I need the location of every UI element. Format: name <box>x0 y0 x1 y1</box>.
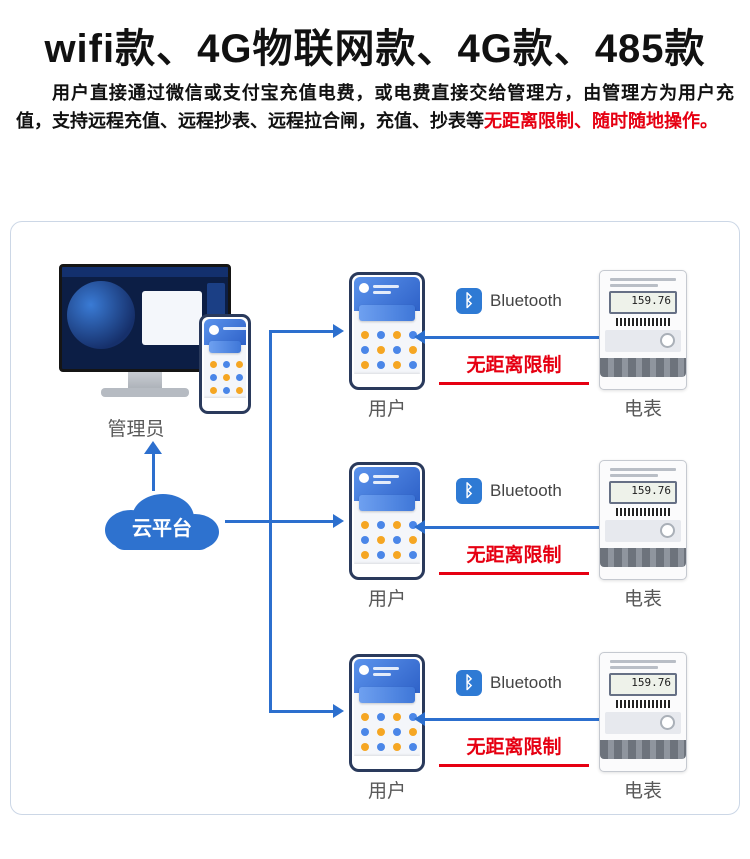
user-app-screen <box>354 277 420 385</box>
no-distance-limit-label: 无距离限制 <box>439 540 589 575</box>
intro-text: 用户直接通过微信或支付宝充值电费，或电费直接交给管理方，由管理方为用户充值，支持… <box>16 83 734 131</box>
avatar <box>359 665 369 675</box>
app-header <box>204 319 246 345</box>
bluetooth-label: Bluetooth <box>490 673 562 692</box>
app-banner-card <box>359 495 415 511</box>
bidirectional-arrow <box>414 712 610 726</box>
app-navbar <box>354 374 420 385</box>
admin-monitor <box>59 264 231 397</box>
meter-button <box>660 523 675 538</box>
user-label: 用户 <box>367 781 406 802</box>
meter-label: 电表 <box>623 589 662 610</box>
monitor-base <box>101 388 189 397</box>
app-icon-grid <box>361 331 369 339</box>
admin-label: 管理员 <box>107 419 165 440</box>
app-icon-grid <box>210 361 217 368</box>
bluetooth-icon: ᛒ <box>456 670 482 696</box>
dashboard-globe-graphic <box>67 281 135 349</box>
meter-button <box>660 333 675 348</box>
user-app-screen <box>354 659 420 767</box>
user-label: 用户 <box>367 589 406 610</box>
user-label: 用户 <box>367 399 406 420</box>
connection-row-2: 用户 ᛒ Bluetooth 无距离限制 159.76 电表 <box>11 460 739 622</box>
no-distance-limit-label: 无距离限制 <box>439 350 589 385</box>
app-icon-grid <box>361 713 369 721</box>
electric-meter: 159.76 <box>599 270 687 390</box>
meter-barcode <box>616 318 670 326</box>
meter-terminals <box>600 358 686 377</box>
bidirectional-arrow <box>414 520 610 534</box>
cloud-platform: 云平台 <box>95 490 229 554</box>
meter-body <box>605 330 681 352</box>
bluetooth-icon: ᛒ <box>456 478 482 504</box>
left-arrowhead-icon <box>414 520 425 534</box>
avatar <box>359 473 369 483</box>
app-banner-card <box>359 687 415 703</box>
connection-row-1: 用户 ᛒ Bluetooth 无距离限制 159.76 电表 <box>11 270 739 432</box>
dashboard-panel <box>142 291 202 345</box>
meter-display: 159.76 <box>609 481 677 504</box>
cloud-label: 云平台 <box>132 518 192 540</box>
meter-button <box>660 715 675 730</box>
bluetooth-label: Bluetooth <box>490 291 562 310</box>
meter-label: 电表 <box>623 399 662 420</box>
app-navbar <box>354 756 420 767</box>
left-arrowhead-icon <box>414 330 425 344</box>
branch-connector-3 <box>269 704 344 718</box>
bidirectional-arrow <box>414 330 610 344</box>
avatar <box>209 325 219 335</box>
electric-meter: 159.76 <box>599 460 687 580</box>
connection-row-3: 用户 ᛒ Bluetooth 无距离限制 159.76 电表 <box>11 652 739 814</box>
user-app-screen <box>354 467 420 575</box>
page-title: wifi款、4G物联网款、4G款、485款 <box>44 27 706 71</box>
meter-terminals <box>600 548 686 567</box>
app-navbar <box>204 398 246 409</box>
branch-connector-1 <box>269 324 344 338</box>
intro-highlight: 无距离限制、随时随地操作。 <box>484 110 718 131</box>
monitor-stand <box>128 372 162 388</box>
bluetooth-icon: ᛒ <box>456 288 482 314</box>
right-arrowhead-icon <box>333 514 344 528</box>
left-arrowhead-icon <box>414 712 425 726</box>
meter-terminals <box>600 740 686 759</box>
cloud-horizontal-connector <box>225 520 269 523</box>
dashboard-topbar <box>62 267 228 277</box>
meter-display: 159.76 <box>609 291 677 314</box>
diagram-panel: 管理员 云平台 用户 ᛒ Bluetooth <box>10 221 740 815</box>
cloud-to-admin-connector <box>152 453 155 491</box>
cloud-icon <box>105 494 219 550</box>
up-arrowhead-icon <box>144 441 162 454</box>
user-phone <box>349 462 425 580</box>
intro-paragraph: 用户直接通过微信或支付宝充值电费，或电费直接交给管理方，由管理方为用户充值，支持… <box>16 80 734 136</box>
meter-label: 电表 <box>623 781 662 802</box>
meter-display: 159.76 <box>609 673 677 696</box>
meter-barcode <box>616 700 670 708</box>
meter-barcode <box>616 508 670 516</box>
user-phone <box>349 654 425 772</box>
no-distance-limit-label: 无距离限制 <box>439 732 589 767</box>
right-arrowhead-icon <box>333 704 344 718</box>
admin-phone <box>199 314 251 414</box>
app-banner-card <box>209 341 241 353</box>
bluetooth-label: Bluetooth <box>490 481 562 500</box>
app-icon-grid <box>361 521 369 529</box>
electric-meter: 159.76 <box>599 652 687 772</box>
meter-body <box>605 520 681 542</box>
branch-connector-2 <box>269 514 344 528</box>
app-navbar <box>354 564 420 575</box>
admin-app-screen <box>204 319 246 409</box>
avatar <box>359 283 369 293</box>
right-arrowhead-icon <box>333 324 344 338</box>
app-banner-card <box>359 305 415 321</box>
meter-body <box>605 712 681 734</box>
